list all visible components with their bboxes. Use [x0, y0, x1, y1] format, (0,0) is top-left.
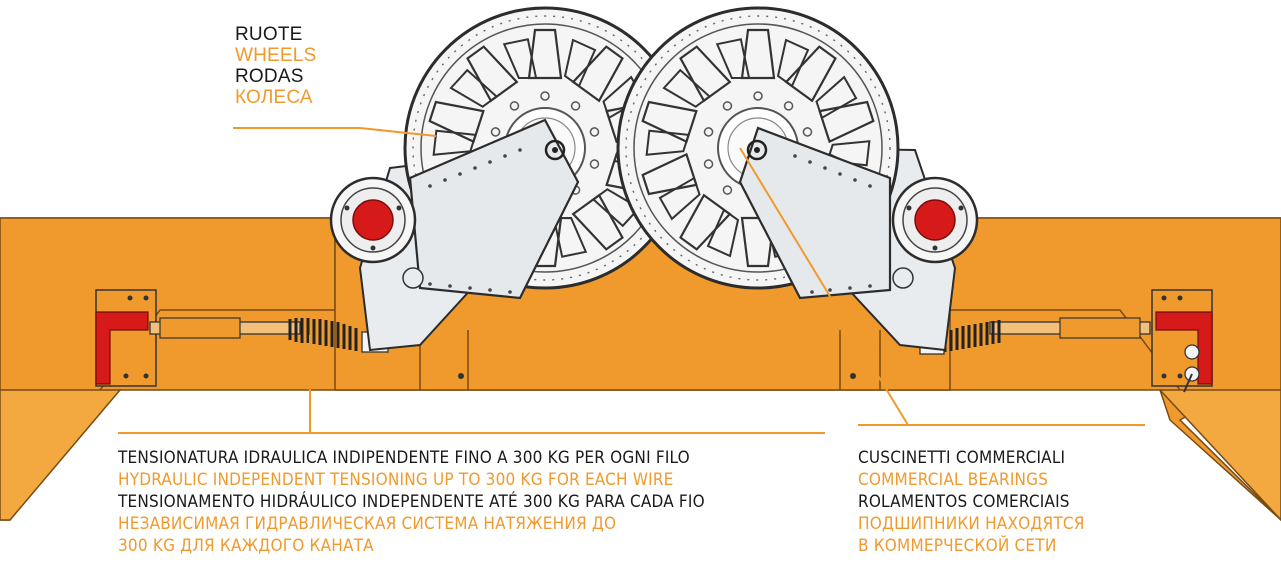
- wheels-label-ru: КОЛЕСА: [235, 87, 313, 108]
- bearings-label-en: COMMERCIAL BEARINGS: [858, 470, 1049, 490]
- tensioning-label: TENSIONATURA IDRAULICA INDIPENDENTE FINO…: [118, 447, 705, 557]
- tensioning-label-ru-1: НЕЗАВИСИМАЯ ГИДРАВЛИЧЕСКАЯ СИСТЕМА НАТЯЖ…: [118, 514, 617, 534]
- bearings-label: CUSCINETTI COMMERCIALI COMMERCIAL BEARIN…: [858, 447, 1085, 557]
- right-bracket: [1151, 289, 1213, 393]
- bearings-label-it: CUSCINETTI COMMERCIALI: [858, 448, 1066, 468]
- tensioning-label-en: HYDRAULIC INDEPENDENT TENSIONING UP TO 3…: [118, 470, 674, 490]
- bearings-label-ru-2: В КОММЕРЧЕСКОЙ СЕТИ: [858, 536, 1057, 556]
- left-front-plate: [408, 118, 580, 300]
- wheels-label-pt: RODAS: [235, 66, 304, 87]
- tensioning-label-it: TENSIONATURA IDRAULICA INDIPENDENTE FINO…: [118, 448, 690, 468]
- leader-lines: [118, 127, 1145, 434]
- right-pulley: [891, 176, 979, 264]
- bearings-label-pt: ROLAMENTOS COMERCIAIS: [858, 492, 1070, 512]
- wheels-label-it: RUOTE: [235, 24, 303, 45]
- tensioning-label-ru-2: 300 KG ДЛЯ КАЖДОГО КАНАТА: [118, 536, 374, 556]
- left-pulley: [329, 176, 417, 264]
- wheels-label-en: WHEELS: [235, 45, 317, 66]
- right-cylinder: [919, 317, 1151, 355]
- right-front-plate: [738, 126, 892, 300]
- left-bracket: [95, 289, 157, 387]
- tensioning-label-pt: TENSIONAMENTO HIDRÁULICO INDEPENDENTE AT…: [118, 492, 705, 512]
- wheels-label: RUOTE WHEELS RODAS КОЛЕСА: [235, 24, 316, 108]
- bearings-label-ru-1: ПОДШИПНИКИ НАХОДЯТСЯ: [858, 514, 1085, 534]
